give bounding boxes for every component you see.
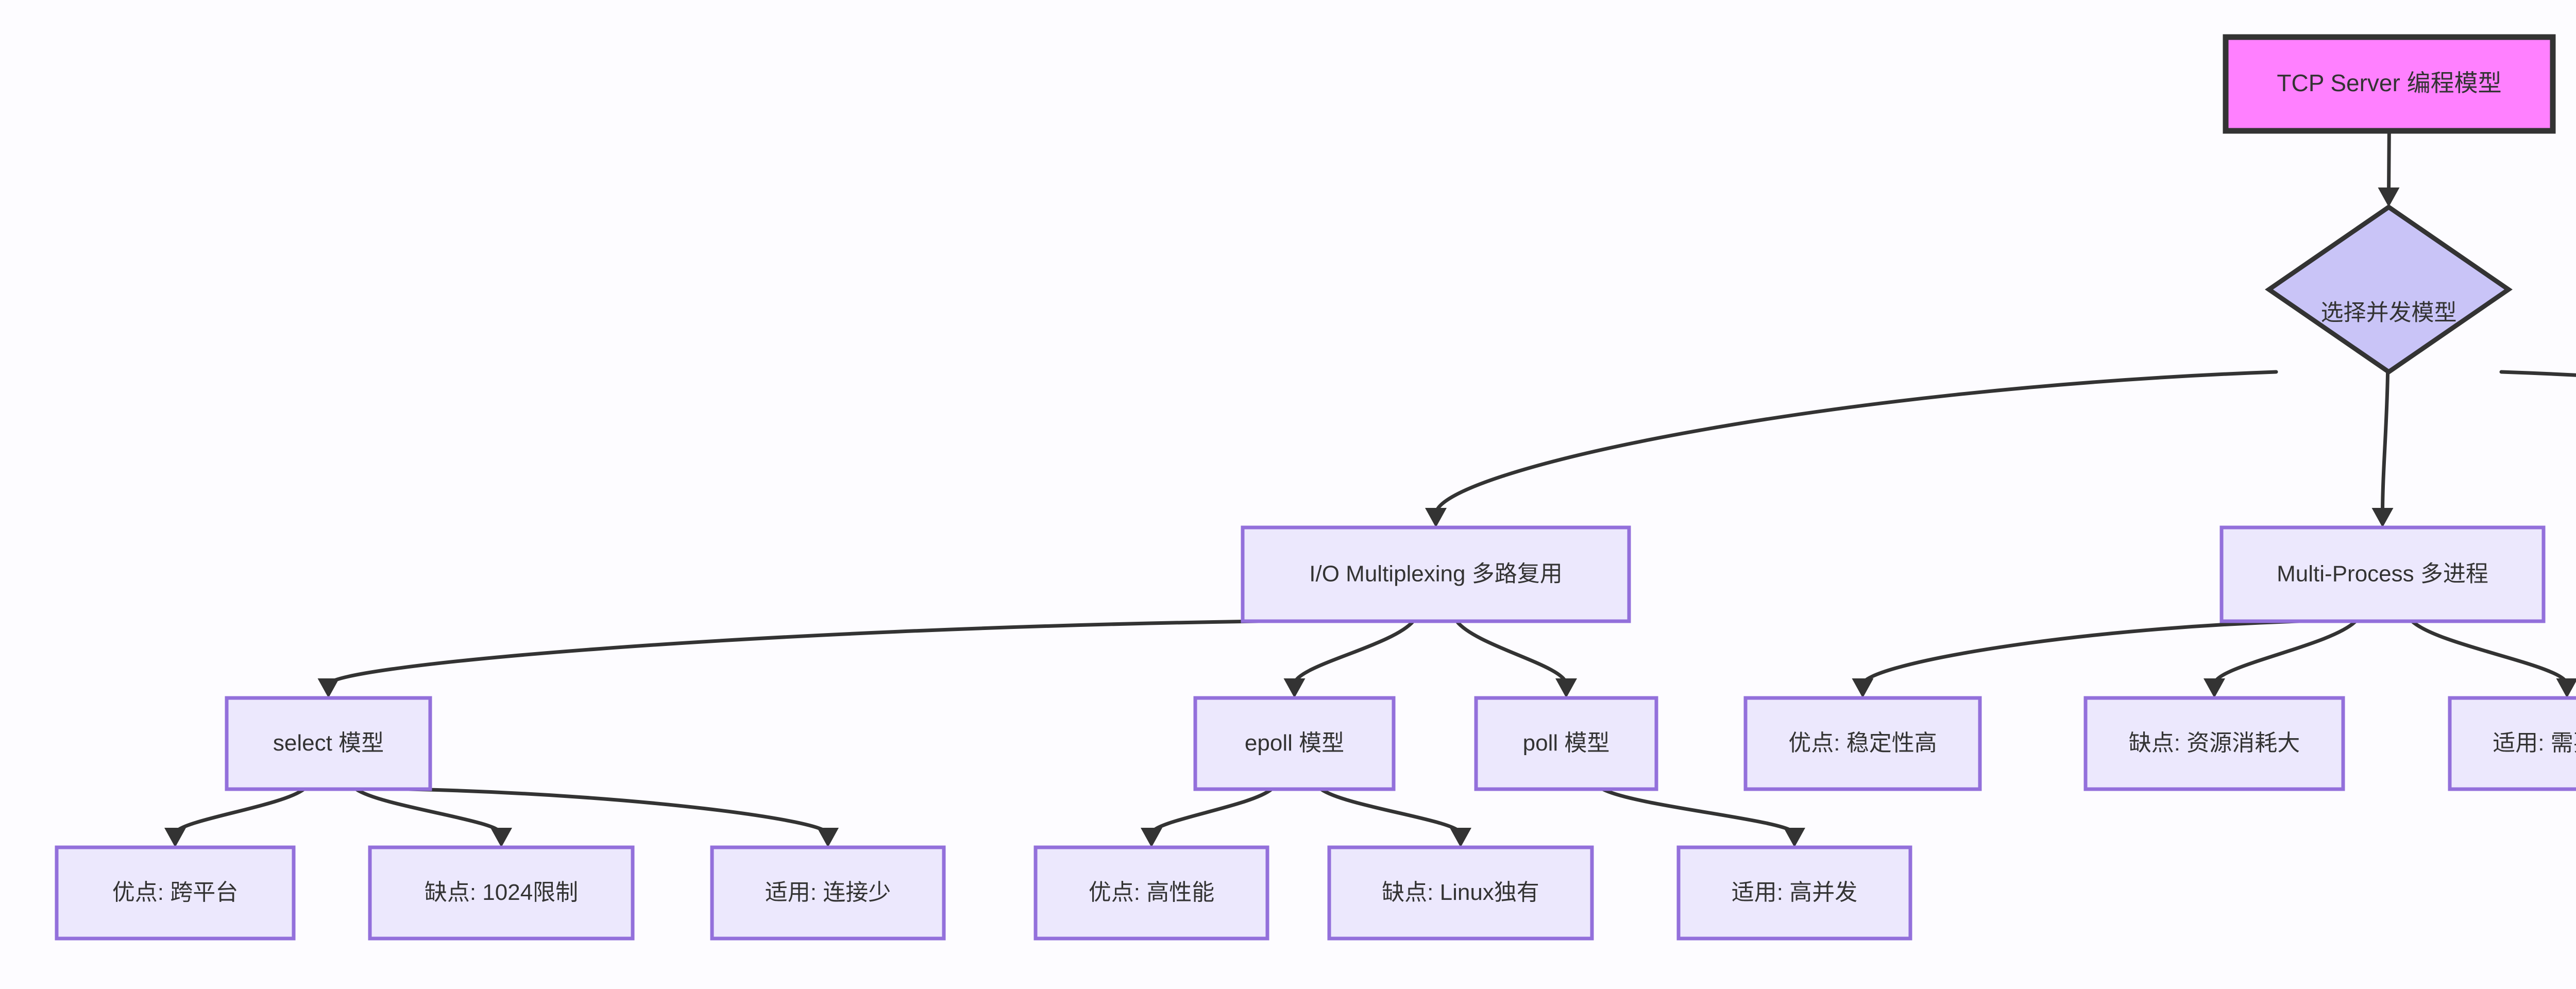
node-box xyxy=(1327,845,1594,941)
flow-edge xyxy=(1601,787,1805,847)
flow-edge xyxy=(1141,787,1274,847)
node-box xyxy=(2083,696,2345,791)
flow-edge xyxy=(2371,370,2394,527)
node-box xyxy=(1241,525,1631,623)
node-label: select 模型 xyxy=(273,730,384,756)
flow-node-ep_use[interactable]: 适用: 高并发 xyxy=(1676,845,1912,941)
flow-node-mp_con[interactable]: 缺点: 资源消耗大 xyxy=(2083,696,2345,791)
root-box xyxy=(2223,34,2556,134)
flow-node-mp_use[interactable]: 适用: 需要隔离 xyxy=(2448,696,2576,791)
flow-edge xyxy=(2499,370,2576,377)
flow-node-root[interactable]: TCP Server 编程模型 xyxy=(2223,34,2556,134)
node-label: 适用: 需要隔离 xyxy=(2493,730,2576,756)
node-box xyxy=(1474,696,1658,791)
node-label: 优点: 高性能 xyxy=(1089,880,1214,905)
node-box xyxy=(1743,696,1982,791)
edge-layer xyxy=(164,129,2576,847)
node-label: Multi-Process 多进程 xyxy=(2277,561,2488,587)
edge-arrowhead xyxy=(1784,828,1805,847)
flow-edge xyxy=(2204,619,2358,698)
flow-node-decision[interactable]: 选择并发模型 xyxy=(2265,204,2513,375)
flow-edge xyxy=(2378,129,2400,207)
flow-node-sel_con[interactable]: 缺点: 1024限制 xyxy=(368,845,635,941)
edge-arrowhead xyxy=(1450,828,1471,847)
edge-arrowhead xyxy=(817,828,839,847)
flow-edge xyxy=(1425,370,2278,527)
flow-edge xyxy=(1283,619,1415,698)
flow-node-ep_con[interactable]: 缺点: Linux独有 xyxy=(1327,845,1594,941)
flow-node-poll[interactable]: poll 模型 xyxy=(1474,696,1658,791)
edge-arrowhead xyxy=(164,828,186,847)
flow-edge xyxy=(1319,787,1471,847)
flow-edge xyxy=(406,787,839,847)
edge-arrowhead xyxy=(317,678,340,698)
node-box xyxy=(1676,845,1912,941)
node-box xyxy=(1033,845,1269,941)
edge-arrowhead xyxy=(1141,828,1162,847)
node-label: 适用: 高并发 xyxy=(1732,880,1857,905)
node-label: 选择并发模型 xyxy=(2321,300,2457,326)
node-label: poll 模型 xyxy=(1523,730,1610,756)
flow-node-select[interactable]: select 模型 xyxy=(225,696,432,791)
node-box xyxy=(55,845,296,941)
node-label: 适用: 连接少 xyxy=(765,880,891,905)
flow-edge xyxy=(1454,619,1577,698)
edge-arrowhead xyxy=(1555,678,1577,698)
flow-node-mp_pro[interactable]: 优点: 稳定性高 xyxy=(1743,696,1982,791)
flow-edge xyxy=(2410,619,2576,698)
edge-arrowhead xyxy=(2371,508,2394,527)
edge-arrowhead xyxy=(1425,508,1447,527)
node-label: epoll 模型 xyxy=(1245,730,1344,756)
edge-arrowhead xyxy=(2556,678,2576,698)
node-label: I/O Multiplexing 多路复用 xyxy=(1309,561,1562,587)
flow-edge xyxy=(1852,619,2301,698)
node-label: 缺点: Linux独有 xyxy=(1382,880,1539,905)
edge-arrowhead xyxy=(490,828,512,847)
edge-arrowhead xyxy=(2378,187,2400,207)
flow-node-multiproc[interactable]: Multi-Process 多进程 xyxy=(2219,525,2546,623)
flow-edge xyxy=(354,787,512,847)
node-box xyxy=(368,845,635,941)
edge-arrowhead xyxy=(1852,678,1874,698)
node-label: 优点: 跨平台 xyxy=(112,880,238,905)
flow-edge xyxy=(317,619,1261,698)
flow-edge xyxy=(164,787,306,847)
node-label: 缺点: 1024限制 xyxy=(425,880,578,905)
node-box xyxy=(710,845,946,941)
edge-arrowhead xyxy=(2204,678,2225,698)
node-box xyxy=(1193,696,1396,791)
decision-diamond xyxy=(2265,204,2513,375)
edge-arrowhead xyxy=(1283,678,1306,698)
node-box xyxy=(225,696,432,791)
flow-node-epoll[interactable]: epoll 模型 xyxy=(1193,696,1396,791)
node-box xyxy=(2448,696,2576,791)
flow-node-io_mux[interactable]: I/O Multiplexing 多路复用 xyxy=(1241,525,1631,623)
flow-node-ep_pro[interactable]: 优点: 高性能 xyxy=(1033,845,1269,941)
node-label: 缺点: 资源消耗大 xyxy=(2129,730,2300,756)
node-label: TCP Server 编程模型 xyxy=(2277,70,2501,96)
flow-node-sel_pro[interactable]: 优点: 跨平台 xyxy=(55,845,296,941)
flow-node-sel_use[interactable]: 适用: 连接少 xyxy=(710,845,946,941)
node-box xyxy=(2219,525,2546,623)
node-label: 优点: 稳定性高 xyxy=(1788,730,1937,756)
